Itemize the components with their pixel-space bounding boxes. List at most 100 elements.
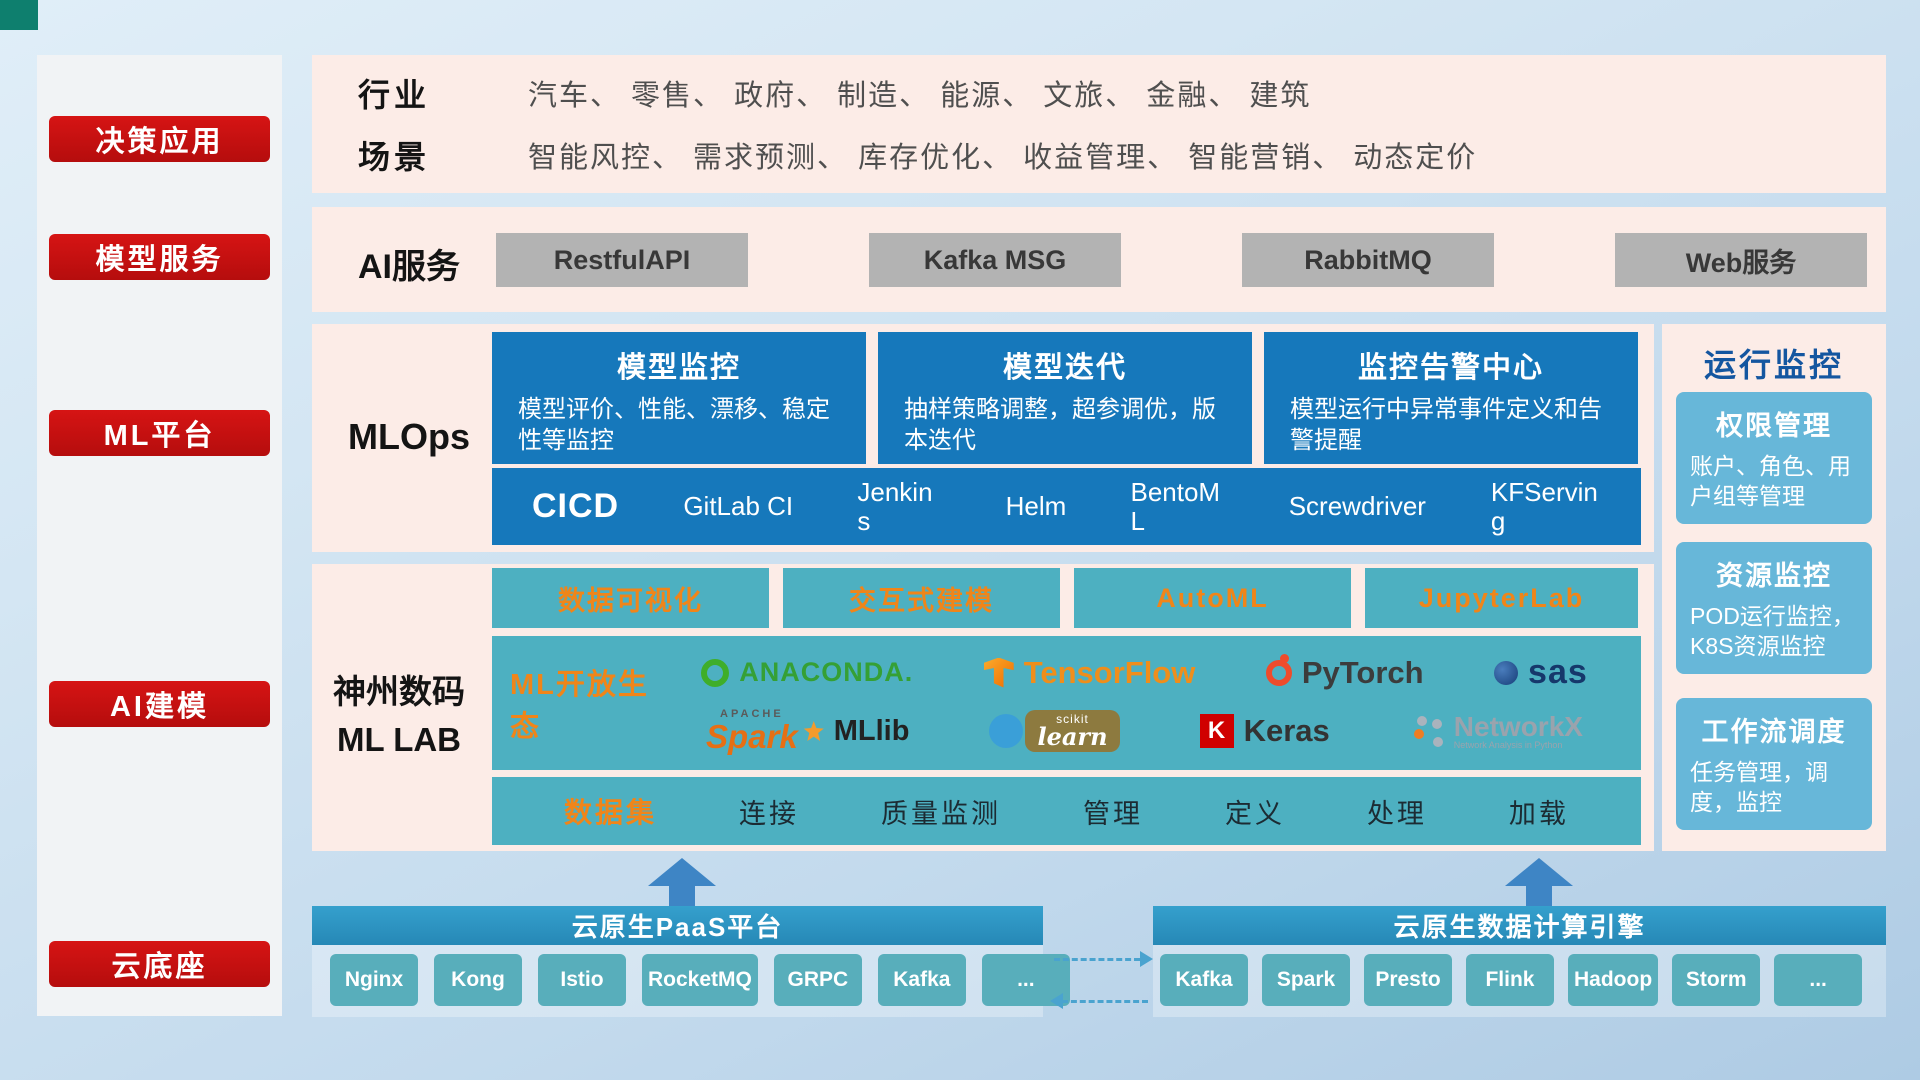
nginx-button: Nginx xyxy=(330,954,418,1006)
keras-wordmark: Keras xyxy=(1243,713,1330,748)
spark-star-icon xyxy=(803,721,824,741)
dataset-bar: 数据集 连接 质量监测 管理 定义 处理 加载 xyxy=(492,777,1641,845)
mllab-tools: 数据可视化 交互式建模 AutoML JupyterLab xyxy=(492,568,1638,628)
mlops-label: MLOps xyxy=(348,416,470,457)
networkx-wordmark: NetworkX xyxy=(1453,710,1583,742)
card-title: 权限管理 xyxy=(1716,411,1832,441)
dashed-arrow-right-icon xyxy=(1140,951,1153,967)
automl-box: AutoML xyxy=(1074,568,1351,628)
engine-buttons: Kafka Spark Presto Flink Hadoop Storm ..… xyxy=(1160,954,1863,1006)
dashed-arrow-left-icon xyxy=(1050,993,1063,1009)
data-visualization-box: 数据可视化 xyxy=(492,568,769,628)
card-body: 任务管理，调度，监控 xyxy=(1690,759,1828,816)
tool-jenkins: Jenkins xyxy=(857,476,933,536)
anaconda-logo: ANACONDA. xyxy=(701,657,913,688)
runtime-monitor-title: 运行监控 xyxy=(1703,347,1844,383)
dashed-arrow-left-line xyxy=(1062,1000,1148,1003)
anaconda-icon xyxy=(701,658,730,687)
scikit-learn-icon xyxy=(989,714,1024,748)
ecosystem-logos: ANACONDA. TensorFlow PyTorch sas xyxy=(666,636,1623,770)
card-body: 模型运行中异常事件定义和告警提醒 xyxy=(1290,396,1602,455)
jupyterlab-box: JupyterLab xyxy=(1365,568,1638,628)
sas-logo: sas xyxy=(1494,653,1588,692)
data-item-quality: 质量监测 xyxy=(880,798,1001,829)
scikit-learn-wordmark: scikit learn xyxy=(1025,710,1120,752)
card-title: 工作流调度 xyxy=(1701,717,1847,747)
pytorch-logo: PyTorch xyxy=(1265,653,1424,691)
tool-gitlab-ci: GitLab CI xyxy=(683,491,794,522)
tensorflow-icon xyxy=(983,657,1014,688)
up-arrow-stem-right xyxy=(1526,885,1552,906)
spark-wordmark-group: APACHE Spark xyxy=(706,708,798,754)
presto-button: Presto xyxy=(1364,954,1452,1006)
tensorflow-wordmark: TensorFlow xyxy=(1023,654,1196,690)
data-item-process: 处理 xyxy=(1366,798,1427,829)
resource-monitor-card: 资源监控 POD运行监控，K8S资源监控 xyxy=(1676,542,1872,674)
ml-open-ecosystem-box: ML开放生态 ANACONDA. TensorFlow PyTorch xyxy=(492,636,1641,770)
keras-icon: K xyxy=(1199,714,1234,748)
model-iteration-card: 模型迭代 抽样策略调整，超参调优，版本迭代 xyxy=(878,332,1252,464)
alert-center-card: 监控告警中心 模型运行中异常事件定义和告警提醒 xyxy=(1264,332,1638,464)
rail-item-decision-apps: 决策应用 xyxy=(49,116,270,162)
networkx-subtitle: Network Analysis in Python xyxy=(1453,739,1563,750)
card-title: 资源监控 xyxy=(1716,561,1832,591)
rail-item-ml-platform: ML平台 xyxy=(49,410,270,456)
model-monitor-card: 模型监控 模型评价、性能、漂移、稳定性等监控 xyxy=(492,332,866,464)
logo-row-top: ANACONDA. TensorFlow PyTorch sas xyxy=(666,653,1623,692)
spark-button: Spark xyxy=(1262,954,1350,1006)
card-title: 监控告警中心 xyxy=(1357,352,1544,384)
card-body: 模型评价、性能、漂移、稳定性等监控 xyxy=(518,396,830,455)
ecosystem-label: ML开放生态 xyxy=(510,669,649,743)
industry-list: 汽车、 零售、 政府、 制造、 能源、 文旅、 金融、 建筑 xyxy=(528,80,1312,113)
anaconda-wordmark: ANACONDA. xyxy=(739,657,914,687)
workflow-schedule-card: 工作流调度 任务管理，调度，监控 xyxy=(1676,698,1872,830)
runtime-monitor-panel: 运行监控 权限管理 账户、角色、用户组等管理 资源监控 POD运行监控，K8S资… xyxy=(1662,324,1886,851)
industry-line: 行业 汽车、 零售、 政府、 制造、 能源、 文旅、 金融、 建筑 xyxy=(358,70,1886,116)
more-button: ... xyxy=(1774,954,1863,1006)
networkx-logo: NetworkX Network Analysis in Python xyxy=(1410,710,1583,751)
paas-title-bar: 云原生PaaS平台 xyxy=(312,906,1043,945)
grpc-button: GRPC xyxy=(773,954,862,1006)
mllab-name-line2: ML LAB xyxy=(336,720,462,758)
tool-kfserving: KFServing xyxy=(1490,476,1598,536)
rabbitmq-button: RabbitMQ xyxy=(1242,233,1494,287)
card-body: 账户、角色、用户组等管理 xyxy=(1690,453,1851,510)
rail-item-cloud-base: 云底座 xyxy=(49,941,270,987)
storm-button: Storm xyxy=(1672,954,1761,1006)
dashed-arrow-right-line xyxy=(1054,958,1140,961)
mllib-wordmark: MLlib xyxy=(833,714,910,747)
card-body: POD运行监控，K8S资源监控 xyxy=(1690,603,1855,660)
industry-scenario-panel: 行业 汽车、 零售、 政府、 制造、 能源、 文旅、 金融、 建筑 场景 智能风… xyxy=(312,55,1886,193)
kong-button: Kong xyxy=(434,954,522,1006)
kafka-button: Kafka xyxy=(877,954,966,1006)
rail-item-ai-modeling: AI建模 xyxy=(49,681,270,727)
scikit-text: scikit xyxy=(1056,712,1089,726)
sas-icon xyxy=(1494,660,1519,685)
learn-text: learn xyxy=(1037,722,1108,751)
rocketmq-button: RocketMQ xyxy=(642,954,758,1006)
mlops-cards: 模型监控 模型评价、性能、漂移、稳定性等监控 模型迭代 抽样策略调整，超参调优，… xyxy=(492,332,1638,464)
cicd-bar: CICD GitLab CI Jenkins Helm BentoML Scre… xyxy=(492,468,1641,545)
engine-title-bar: 云原生数据计算引擎 xyxy=(1153,906,1886,945)
networkx-wordmark-group: NetworkX Network Analysis in Python xyxy=(1453,710,1583,751)
keras-logo: K Keras xyxy=(1199,713,1330,749)
logo-row-bottom: APACHE Spark MLlib scikit learn xyxy=(666,708,1623,754)
flink-button: Flink xyxy=(1466,954,1554,1006)
ai-service-buttons: RestfulAPI Kafka MSG RabbitMQ Web服务 xyxy=(496,233,1867,287)
spark-mllib-logo: APACHE Spark MLlib xyxy=(706,708,910,754)
data-item-manage: 管理 xyxy=(1082,798,1143,829)
apache-text: APACHE xyxy=(720,708,784,720)
hadoop-button: Hadoop xyxy=(1568,954,1659,1006)
card-title: 模型迭代 xyxy=(1002,352,1127,384)
data-item-define: 定义 xyxy=(1224,798,1285,829)
paas-buttons: Nginx Kong Istio RocketMQ GRPC Kafka ... xyxy=(330,954,1070,1006)
tool-screwdriver: Screwdriver xyxy=(1288,491,1426,522)
rail-item-model-services: 模型服务 xyxy=(49,234,270,280)
permission-card: 权限管理 账户、角色、用户组等管理 xyxy=(1676,392,1872,524)
pytorch-wordmark: PyTorch xyxy=(1301,654,1424,690)
tool-helm: Helm xyxy=(1005,491,1067,522)
networkx-icon xyxy=(1410,716,1444,746)
scenario-line: 场景 智能风控、 需求预测、 库存优化、 收益管理、 智能营销、 动态定价 xyxy=(358,132,1886,178)
left-rail: 决策应用 模型服务 ML平台 AI建模 云底座 xyxy=(37,55,282,1016)
ai-service-panel: AI服务 RestfulAPI Kafka MSG RabbitMQ Web服务 xyxy=(312,207,1886,312)
